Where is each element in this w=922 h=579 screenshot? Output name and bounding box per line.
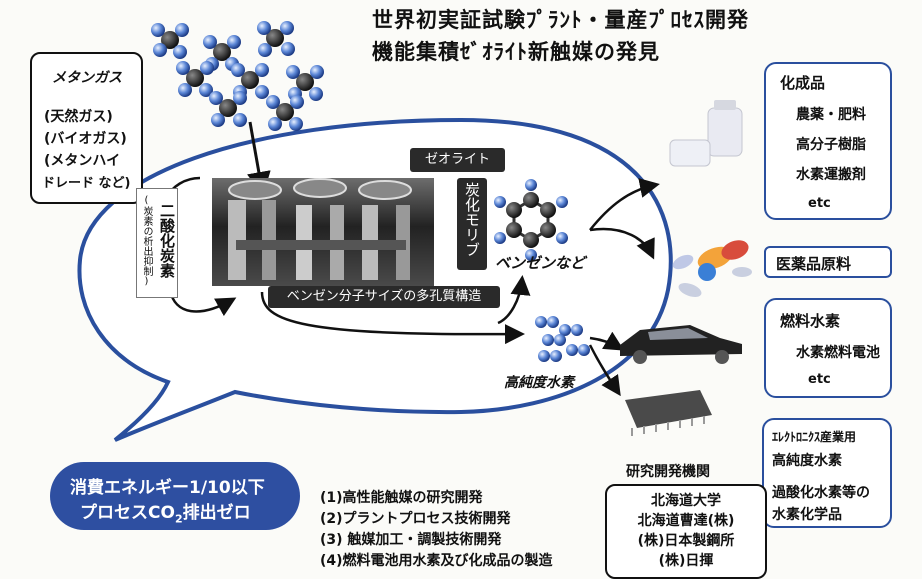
- research-org-member: (株)日揮: [658, 553, 714, 569]
- energy-line-2-suffix: 排出ゼロ: [182, 503, 251, 523]
- hydrogen-out-arrow: [260, 291, 525, 345]
- research-org-box: 北海道大学 北海道曹達(株) (株)日本製鋼所 (株)日揮: [605, 484, 767, 579]
- energy-line-2: プロセスCO2排出ゼロ: [80, 498, 251, 525]
- methane-line: (天然ガス): [44, 109, 113, 125]
- electronics-line: ｴﾚｸﾄﾛﾆｸｽ産業用: [772, 430, 857, 444]
- hydrogen-label: 高純度水素: [504, 375, 574, 391]
- electronics-line: 水素化学品: [772, 507, 842, 523]
- reactor-image: [212, 178, 434, 286]
- research-org-heading: 研究開発機関: [626, 464, 710, 480]
- energy-pill: 消費エネルギー1/10以下 プロセスCO2排出ゼロ: [50, 462, 300, 530]
- co2-label: 二酸化炭素: [158, 203, 176, 278]
- fuel-title: 燃料水素: [780, 312, 841, 330]
- development-item: (3) 触媒加工・調製技術開発: [320, 532, 502, 548]
- methane-line: ドレード など): [42, 176, 131, 191]
- benzene-out-arrow: [497, 275, 531, 325]
- chemicals-title: 化成品: [780, 74, 826, 92]
- methane-line: (バイオガス): [44, 131, 127, 147]
- chemical-bottles-image: [669, 100, 743, 167]
- title-line-2: 機能集積ｾﾞｵﾗｲﾄ新触媒の発見: [372, 40, 660, 64]
- pharma-box: 医薬品原料: [764, 246, 892, 278]
- methane-molecules-image: [151, 21, 324, 131]
- electronics-line: 過酸化水素等の: [772, 485, 870, 501]
- benzene-label: ベンゼンなど: [495, 254, 586, 272]
- porous-structure-label: ベンゼン分子サイズの多孔質構造: [268, 286, 500, 308]
- research-org-member: 北海道大学: [651, 493, 721, 509]
- output-arrows: [588, 178, 660, 397]
- methane-box: メタンガス (天然ガス) (バイオガス) (メタンハイ ドレード など): [30, 52, 143, 204]
- molybdenum-carbide-label: 炭化モリブデン: [433, 178, 487, 270]
- zeolite-label: ゼオライト: [410, 148, 505, 172]
- chemicals-item: 農薬・肥料: [796, 107, 866, 123]
- co2-label-box: 二酸化炭素 (炭素の析出抑制): [136, 188, 178, 298]
- electronics-box: ｴﾚｸﾄﾛﾆｸｽ産業用 高純度水素 過酸化水素等の 水素化学品: [762, 418, 892, 528]
- chip-image: [625, 390, 712, 436]
- chemicals-item: 水素運搬剤: [796, 167, 866, 183]
- research-org-member: (株)日本製鋼所: [637, 533, 735, 549]
- chemicals-box: 化成品 農薬・肥料 高分子樹脂 水素運搬剤 etc: [764, 62, 892, 220]
- co2-sub-label: (炭素の析出抑制): [141, 195, 152, 287]
- energy-line-2-prefix: プロセスCO: [80, 503, 175, 523]
- benzene-molecule-image: [494, 179, 568, 261]
- hydrogen-molecules-image: [535, 316, 590, 362]
- title-line-1: 世界初実証試験ﾌﾟﾗﾝﾄ・量産ﾌﾟﾛｾｽ開発: [372, 8, 749, 32]
- fuel-item: etc: [808, 372, 831, 387]
- car-image: [620, 325, 742, 364]
- methane-heading: メタンガス: [52, 70, 122, 86]
- development-item: (2)プラントプロセス技術開発: [320, 511, 511, 527]
- energy-line-2-subscript: 2: [174, 512, 183, 526]
- chemicals-item: 高分子樹脂: [796, 137, 866, 153]
- pharma-title: 医薬品原料: [776, 255, 852, 273]
- pills-image: [672, 240, 752, 297]
- electronics-line: 高純度水素: [772, 453, 842, 469]
- energy-line-1: 消費エネルギー1/10以下: [70, 478, 265, 498]
- fuel-item: 水素燃料電池: [796, 345, 880, 361]
- chemicals-item: etc: [808, 196, 831, 211]
- development-item: (4)燃料電池用水素及び化成品の製造: [320, 553, 553, 569]
- development-item: (1)高性能触媒の研究開発: [320, 490, 483, 506]
- fuel-box: 燃料水素 水素燃料電池 etc: [764, 298, 892, 398]
- research-org-member: 北海道曹達(株): [637, 513, 735, 529]
- methane-line: (メタンハイ: [44, 153, 121, 169]
